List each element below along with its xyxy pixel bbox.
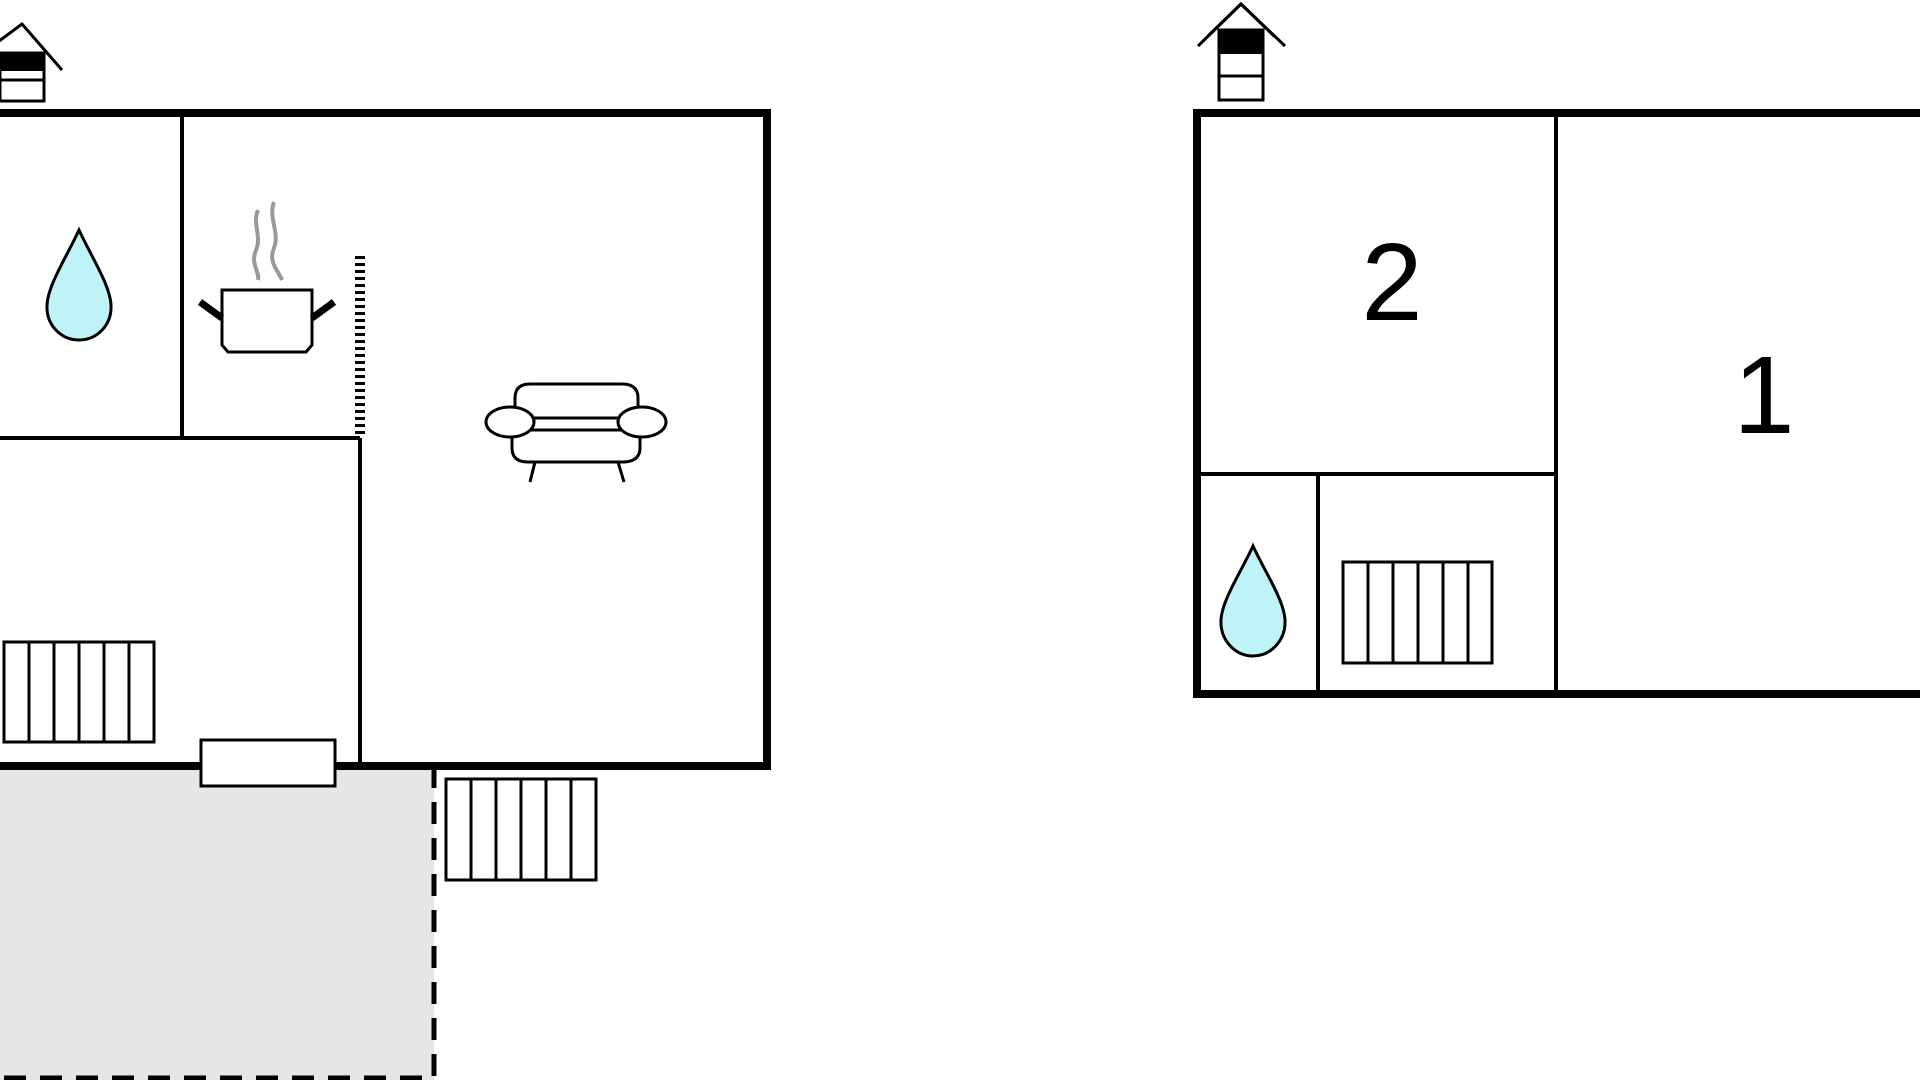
door-icon [199,738,337,788]
house-entrance-icon [1196,1,1287,102]
upper-floor-plan: 2 1 [1193,1,1920,698]
ground-floor-interior-walls [0,113,362,766]
kitchen-pot-icon [197,201,337,354]
terrace-area [0,766,437,1080]
room-number-2: 2 [1361,221,1422,344]
room-number-1: 1 [1733,334,1794,457]
sofa-icon [484,382,668,483]
house-entrance-icon [0,21,64,103]
bathroom-water-icon [1219,542,1287,658]
bed-icon [1341,560,1494,665]
bed-icon [444,777,598,882]
bathroom-water-icon [45,226,113,342]
upper-floor-interior-walls [1197,113,1558,694]
ground-floor-outer-wall [0,109,771,770]
bed-icon [2,640,156,744]
upper-floor-outer-wall [1193,109,1920,698]
ground-floor-plan [0,21,771,1080]
